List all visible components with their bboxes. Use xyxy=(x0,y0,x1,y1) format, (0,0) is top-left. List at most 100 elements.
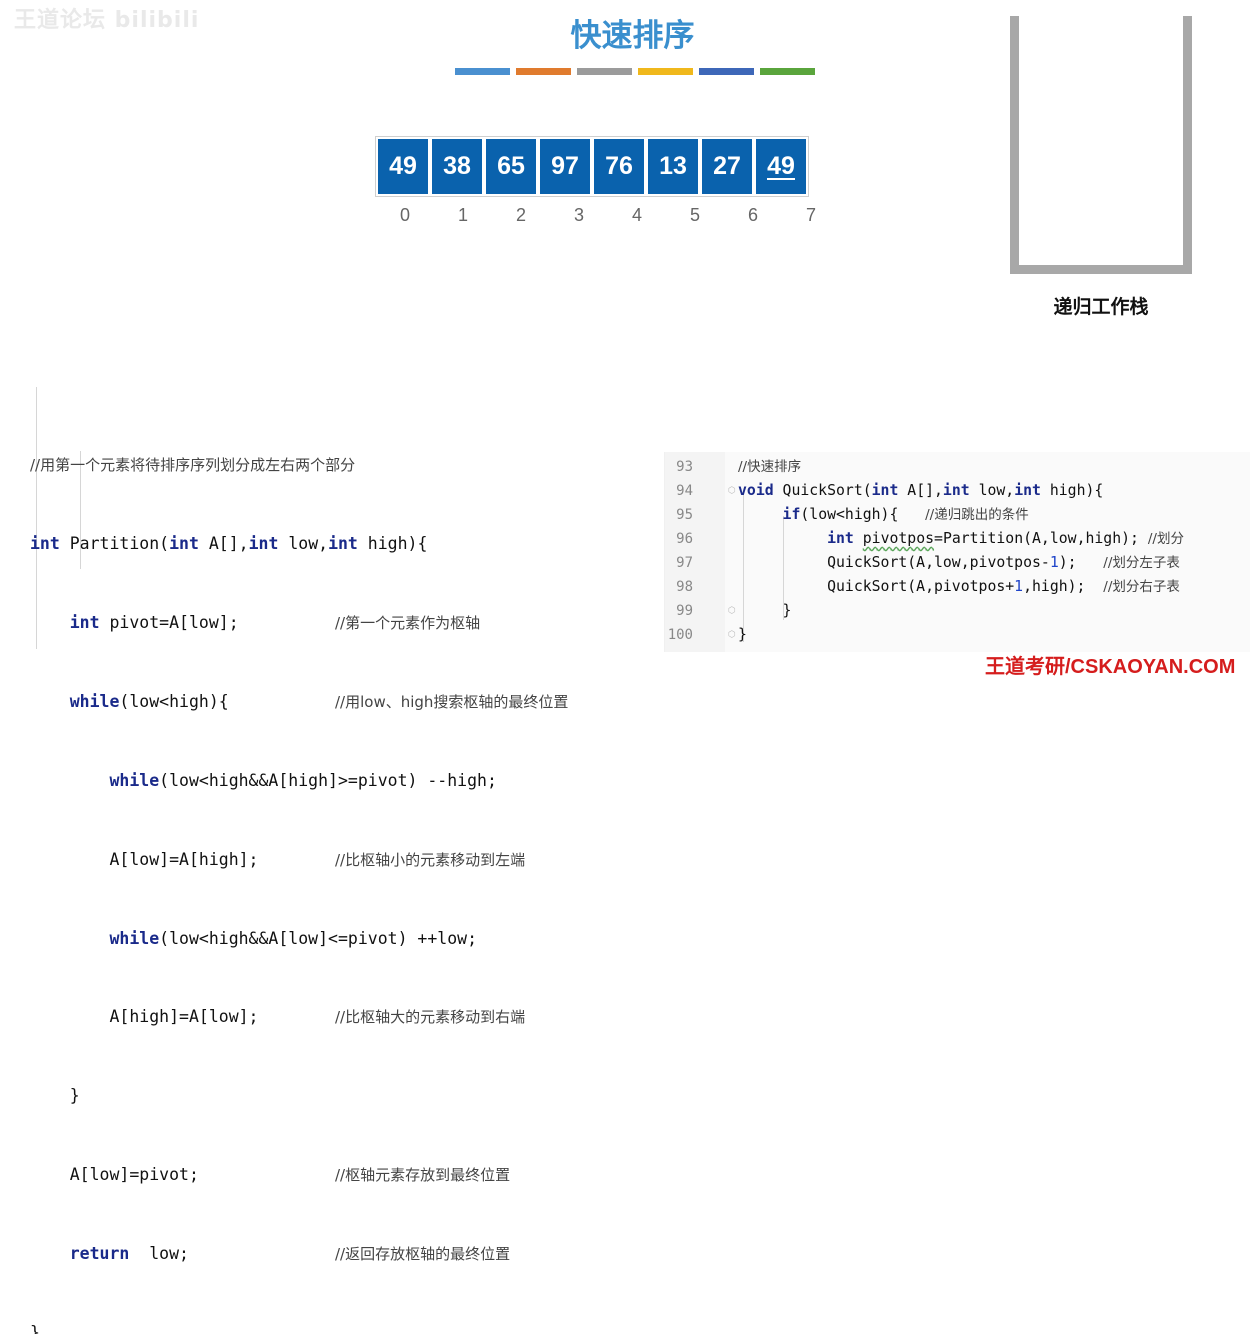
code-keyword: int xyxy=(1014,482,1041,499)
code-text: (low<high&&A[high]>=pivot) --high; xyxy=(159,770,497,790)
array-index: 2 xyxy=(515,205,526,225)
code-line: //用第一个元素将待排序序列划分成左右两个部分 xyxy=(30,452,497,478)
array-cell: 49 xyxy=(378,139,428,194)
code-text: Partition( xyxy=(59,534,170,554)
code-text: QuickSort(A,low,pivotpos- xyxy=(827,554,1050,571)
code-text: low, xyxy=(278,534,329,554)
code-text: A[high]=A[low]; xyxy=(109,1007,259,1027)
code-text: //快速排序 xyxy=(738,455,801,479)
quicksort-editor: 93 //快速排序 94 ⬡ void QuickSort(int A[],in… xyxy=(664,452,1250,652)
code-keyword: if xyxy=(782,506,801,523)
array-value: 49 xyxy=(389,152,417,180)
code-comment: //划分左子表 xyxy=(1103,555,1180,571)
array-cell-last: 49 xyxy=(756,139,806,194)
color-bars xyxy=(455,68,815,75)
code-comment: //递归跳出的条件 xyxy=(925,507,1029,523)
line-number: 95 xyxy=(676,507,693,523)
array-index: 4 xyxy=(631,205,642,225)
array-value: 97 xyxy=(551,152,579,180)
stack-wall-right xyxy=(1183,16,1192,274)
array-index: 7 xyxy=(805,205,816,225)
code-line: 97 QuickSort(A,low,pivotpos-1); //划分左子表 xyxy=(665,551,1250,575)
partition-code: //用第一个元素将待排序序列划分成左右两个部分 int Partition(in… xyxy=(30,347,569,1334)
color-bar xyxy=(455,68,510,75)
array-value: 38 xyxy=(443,152,471,180)
recursion-stack xyxy=(1010,16,1192,274)
code-text: (low<high&&A[low]<=pivot) ++low; xyxy=(159,928,478,948)
code-text: pivot=A[low]; xyxy=(99,612,239,632)
array-index: 5 xyxy=(689,205,700,225)
fold-icon[interactable]: ⬡ xyxy=(728,606,736,616)
line-number: 97 xyxy=(676,555,693,571)
code-text: QuickSort( xyxy=(773,482,872,499)
code-line: } xyxy=(30,1083,497,1109)
code-comment: //比枢轴小的元素移动到左端 xyxy=(335,850,526,869)
code-text: } xyxy=(30,1322,40,1334)
stack-wall-left xyxy=(1010,16,1019,274)
fold-icon[interactable]: ⬡ xyxy=(728,630,736,640)
code-comment: //用low、high搜索枢轴的最终位置 xyxy=(335,692,569,711)
line-number: 100 xyxy=(667,627,693,643)
line-number: 94 xyxy=(676,483,693,499)
page-title: 快速排序 xyxy=(570,18,695,54)
code-line: 100 ⬡ } xyxy=(665,623,1250,647)
array-value: 65 xyxy=(497,152,525,180)
code-keyword: while xyxy=(69,691,120,711)
array-indices: 0 1 2 3 4 5 6 7 xyxy=(378,205,838,226)
code-keyword: int xyxy=(30,534,60,554)
array-index: 6 xyxy=(747,205,758,225)
array-cell: 38 xyxy=(432,139,482,194)
code-line: } xyxy=(30,1320,497,1334)
code-line: 98 QuickSort(A,pivotpos+1,high); //划分右子表 xyxy=(665,575,1250,599)
code-keyword: int xyxy=(328,534,358,554)
array-cells: 49 38 65 97 76 13 27 49 xyxy=(375,136,809,197)
line-number: 93 xyxy=(676,459,693,475)
code-text: } xyxy=(69,1086,80,1106)
indent-guide xyxy=(80,451,81,569)
code-text: A[low]=pivot; xyxy=(69,1165,199,1185)
code-line: int Partition(int A[],int low,int high){ xyxy=(30,531,497,557)
code-text: (low<high){ xyxy=(119,691,229,711)
color-bar xyxy=(577,68,632,75)
array-value: 13 xyxy=(659,152,687,180)
code-text: ,high); xyxy=(1023,578,1086,595)
code-comment: //枢轴元素存放到最终位置 xyxy=(335,1166,511,1185)
code-line: while(low<high&&A[high]>=pivot) --high; xyxy=(30,768,497,794)
array-cell: 76 xyxy=(594,139,644,194)
code-keyword: int xyxy=(69,612,100,632)
array-cell: 13 xyxy=(648,139,698,194)
code-line: 99 ⬡ } xyxy=(665,599,1250,623)
code-line: A[high]=A[low];//比枢轴大的元素移动到右端 xyxy=(30,1004,525,1030)
fold-icon[interactable]: ⬡ xyxy=(728,486,736,496)
code-keyword: while xyxy=(109,928,160,948)
array-value: 76 xyxy=(605,152,633,180)
stack-wall-bottom xyxy=(1010,265,1192,274)
code-line: A[low]=A[high];//比枢轴小的元素移动到左端 xyxy=(30,847,525,873)
code-keyword: return xyxy=(69,1244,130,1264)
code-keyword: int xyxy=(827,530,854,547)
code-line: while(low<high&&A[low]<=pivot) ++low; xyxy=(30,926,497,952)
array-index: 3 xyxy=(573,205,584,225)
code-keyword: while xyxy=(109,770,160,790)
indent-guide xyxy=(36,387,37,649)
code-keyword: int xyxy=(248,534,279,554)
code-line: A[low]=pivot; //枢轴元素存放到最终位置 xyxy=(30,1162,510,1188)
code-text: QuickSort(A,pivotpos+ xyxy=(827,578,1015,595)
code-line: 95 if(low<high){ //递归跳出的条件 xyxy=(665,503,1250,527)
code-text: A[], xyxy=(198,534,249,554)
code-text: if(low<high){ //递归跳出的条件 xyxy=(738,503,1029,527)
stack-label: 递归工作栈 xyxy=(1053,296,1149,318)
color-bar xyxy=(638,68,693,75)
code-line: while(low<high){ //用low、high搜索枢轴的最终位置 xyxy=(30,689,569,715)
code-text: high){ xyxy=(1040,482,1104,499)
code-keyword: void xyxy=(738,482,774,499)
code-number: 1 xyxy=(1014,578,1024,595)
code-comment: //第一个元素作为枢轴 xyxy=(335,613,481,632)
code-text: (low<high){ xyxy=(800,506,899,523)
code-keyword: int xyxy=(871,482,899,499)
color-bar xyxy=(699,68,754,75)
code-text: } xyxy=(738,626,747,643)
line-number: 99 xyxy=(676,603,693,619)
code-comment: //划分右子表 xyxy=(1103,579,1180,595)
code-text: } xyxy=(738,599,792,623)
